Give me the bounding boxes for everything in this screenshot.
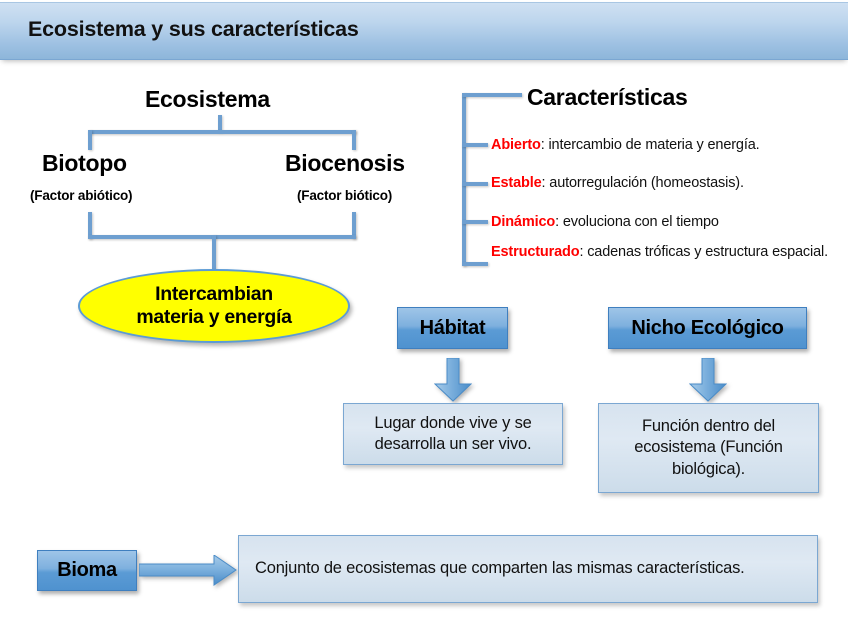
caracteristica-keyword-2: Estable xyxy=(491,175,542,191)
caracteristica-keyword-4: Estructurado xyxy=(491,244,580,260)
habitat-description-text: Lugar donde vive y se desarrolla un ser … xyxy=(374,413,532,453)
caracteristica-item-3: Dinámico: evoluciona con el tiempo xyxy=(491,213,843,232)
ellipse-line-1: Intercambian xyxy=(155,283,273,305)
carac-stub-title xyxy=(462,93,522,97)
carac-stub-3 xyxy=(462,220,488,224)
ellipse-intercambian: Intercambian materia y energía xyxy=(78,269,350,343)
carac-stub-2 xyxy=(462,182,488,186)
connector-root-stem xyxy=(218,115,222,132)
node-biotopo: Biotopo xyxy=(42,150,127,176)
box-nicho-description: Función dentro del ecosistema (Función b… xyxy=(598,403,819,493)
connector-bottom-left-rise xyxy=(88,212,92,239)
arrow-down-icon-habitat xyxy=(434,358,472,402)
caracteristica-item-4: Estructurado: cadenas tróficas y estruct… xyxy=(491,243,839,262)
box-habitat-description: Lugar donde vive y se desarrolla un ser … xyxy=(343,403,563,465)
connector-top-bracket xyxy=(88,130,356,134)
caracteristica-text-3: : evoluciona con el tiempo xyxy=(555,214,719,230)
header-band xyxy=(0,2,848,60)
box-nicho-ecologico[interactable]: Nicho Ecológico xyxy=(608,307,807,349)
box-habitat[interactable]: Hábitat xyxy=(397,307,508,349)
carac-spine xyxy=(462,93,466,266)
box-habitat-label: Hábitat xyxy=(419,316,486,339)
page-title: Ecosistema y sus características xyxy=(28,17,359,41)
connector-top-right-drop xyxy=(352,130,356,150)
caracteristica-text-2: : autorregulación (homeostasis). xyxy=(541,175,744,191)
caracteristica-keyword-1: Abierto xyxy=(491,137,541,153)
caracteristica-item-1: Abierto: intercambio de materia y energí… xyxy=(491,136,843,155)
connector-bottom-right-rise xyxy=(352,212,356,239)
carac-stub-1 xyxy=(462,143,488,147)
arrow-down-icon-nicho xyxy=(689,358,727,402)
ellipse-line-2: materia y energía xyxy=(136,306,292,328)
connector-ellipse-stem xyxy=(212,235,216,277)
box-nicho-ecologico-label: Nicho Ecológico xyxy=(631,316,784,339)
box-bioma-label: Bioma xyxy=(57,559,117,581)
caracteristica-text-4: : cadenas tróficas y estructura espacial… xyxy=(579,244,828,260)
bioma-description-text: Conjunto de ecosistemas que comparten la… xyxy=(255,559,745,578)
caracteristica-keyword-3: Dinámico xyxy=(491,214,556,230)
node-biocenosis: Biocenosis xyxy=(285,150,405,176)
caracteristica-text-1: : intercambio de materia y energía. xyxy=(540,137,760,153)
box-bioma-description: Conjunto de ecosistemas que comparten la… xyxy=(238,535,818,603)
caracteristicas-title: Características xyxy=(527,84,688,110)
node-ecosistema: Ecosistema xyxy=(145,86,270,112)
nicho-description-text: Función dentro del ecosistema (Función b… xyxy=(634,417,783,478)
arrow-right-icon-bioma xyxy=(139,555,237,586)
connector-bottom-bracket xyxy=(88,235,356,239)
node-biocenosis-subtitle: (Factor biótico) xyxy=(297,188,393,203)
connector-top-left-drop xyxy=(88,130,92,150)
node-biotopo-subtitle: (Factor abiótico) xyxy=(30,188,133,203)
carac-stub-4 xyxy=(462,262,488,266)
box-bioma[interactable]: Bioma xyxy=(37,550,137,591)
caracteristica-item-2: Estable: autorregulación (homeostasis). xyxy=(491,174,843,193)
